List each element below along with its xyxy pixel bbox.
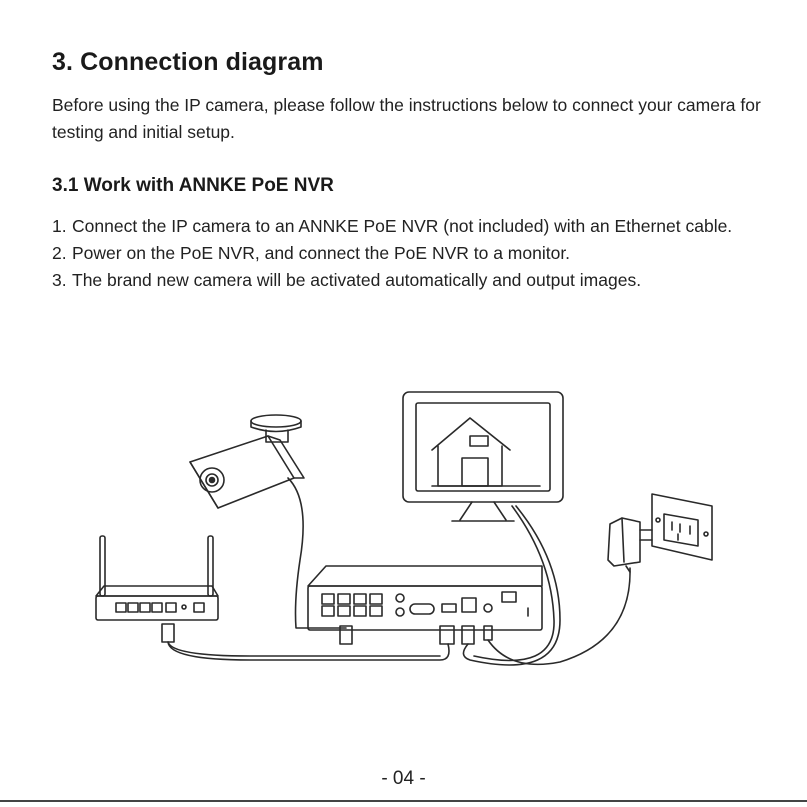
connection-diagram bbox=[95, 391, 713, 666]
step-text: Connect the IP camera to an ANNKE PoE NV… bbox=[72, 216, 733, 236]
page-number: - 04 - bbox=[381, 768, 426, 789]
step-number: 2. bbox=[52, 243, 67, 263]
section-intro: Before using the IP camera, please follo… bbox=[52, 95, 761, 142]
step-number: 1. bbox=[52, 216, 67, 236]
wall-outlet-icon bbox=[651, 493, 713, 561]
subsection-title: 3.1 Work with ANNKE PoE NVR bbox=[52, 175, 334, 196]
step-item: 1. Connect the IP camera to an ANNKE PoE… bbox=[52, 213, 772, 240]
step-text: Power on the PoE NVR, and connect the Po… bbox=[72, 243, 571, 263]
step-number: 3. bbox=[52, 270, 67, 290]
monitor-icon bbox=[402, 391, 564, 522]
bottom-divider bbox=[0, 800, 807, 802]
step-item: 3. The brand new camera will be activate… bbox=[52, 267, 772, 294]
router-icon bbox=[95, 535, 219, 643]
power-adapter-icon bbox=[607, 517, 653, 573]
step-text: The brand new camera will be activated a… bbox=[72, 270, 642, 290]
ip-camera-icon bbox=[189, 414, 347, 629]
section-title: 3. Connection diagram bbox=[52, 48, 324, 76]
cables bbox=[167, 505, 631, 666]
nvr-icon bbox=[307, 565, 543, 645]
steps-list: 1. Connect the IP camera to an ANNKE PoE… bbox=[52, 213, 772, 294]
step-item: 2. Power on the PoE NVR, and connect the… bbox=[52, 240, 772, 267]
